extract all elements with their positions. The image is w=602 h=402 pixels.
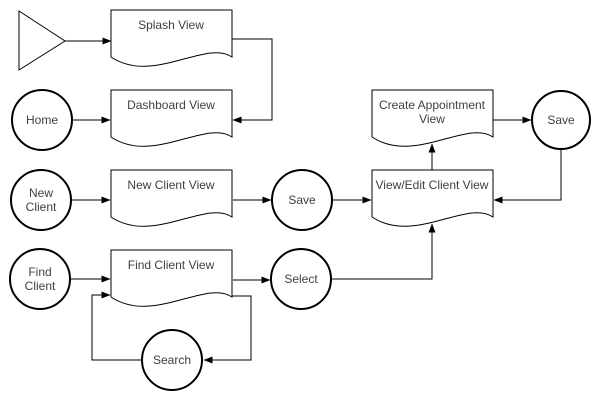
create-appointment-view-shape <box>371 89 494 147</box>
new-client-view-shape <box>110 169 233 227</box>
new-client-label-line2: Client <box>26 200 57 214</box>
new-client-label-line1: New <box>29 186 53 200</box>
save-new-client-circle-shape <box>271 169 333 231</box>
new-client-circle-shape <box>10 169 72 231</box>
find-client-circle-shape <box>9 248 71 310</box>
new-client-view-label: New Client View <box>127 178 214 192</box>
find-client-view-shape <box>110 249 233 307</box>
save-appointment-label: Save <box>547 113 575 127</box>
start-triangle-shape <box>18 10 66 71</box>
node-dashboard-view: Dashboard View <box>110 89 233 147</box>
edge-search-to-find-client-view <box>91 291 142 361</box>
node-select: Select <box>270 248 332 310</box>
view-edit-client-view-shape <box>371 169 494 227</box>
node-save-new-client: Save <box>271 169 333 231</box>
dashboard-view-shape <box>110 89 233 147</box>
node-start <box>18 10 66 71</box>
save-new-client-label: Save <box>288 193 316 207</box>
home-circle-shape <box>11 89 73 151</box>
edge-select-to-view-edit-client-view <box>331 223 436 280</box>
node-splash-view: Splash View <box>110 9 233 67</box>
node-new-client-view: New Client View <box>110 169 233 227</box>
save-appointment-circle-shape <box>531 90 591 150</box>
search-label: Search <box>153 353 191 367</box>
node-find-client: Find Client <box>9 248 71 310</box>
node-new-client: New Client <box>10 169 72 231</box>
splash-view-shape <box>110 9 233 67</box>
create-appointment-view-label-line1: Create Appointment <box>379 98 486 112</box>
node-search: Search <box>141 329 203 391</box>
create-appointment-view-label-line2: View <box>419 112 445 126</box>
dashboard-view-label: Dashboard View <box>127 98 215 112</box>
node-view-edit-client-view: View/Edit Client View <box>371 169 494 227</box>
find-client-label-line2: Client <box>25 279 56 293</box>
node-home: Home <box>11 89 73 151</box>
home-label: Home <box>26 113 58 127</box>
node-create-appointment-view: Create Appointment View <box>371 89 494 147</box>
view-edit-client-view-label: View/Edit Client View <box>376 178 489 192</box>
select-circle-shape <box>270 248 332 310</box>
edge-find-client-view-to-search <box>203 295 252 364</box>
edge-save-to-view-edit-client-view-return <box>493 149 562 204</box>
splash-view-label: Splash View <box>138 18 204 32</box>
edges <box>65 37 562 364</box>
select-label: Select <box>284 272 318 286</box>
edge-splash-view-to-dashboard-view <box>232 38 273 124</box>
find-client-view-label: Find Client View <box>128 258 215 272</box>
node-save-appointment: Save <box>531 90 591 150</box>
search-circle-shape <box>141 329 203 391</box>
node-find-client-view: Find Client View <box>110 249 233 307</box>
find-client-label-line1: Find <box>28 265 51 279</box>
